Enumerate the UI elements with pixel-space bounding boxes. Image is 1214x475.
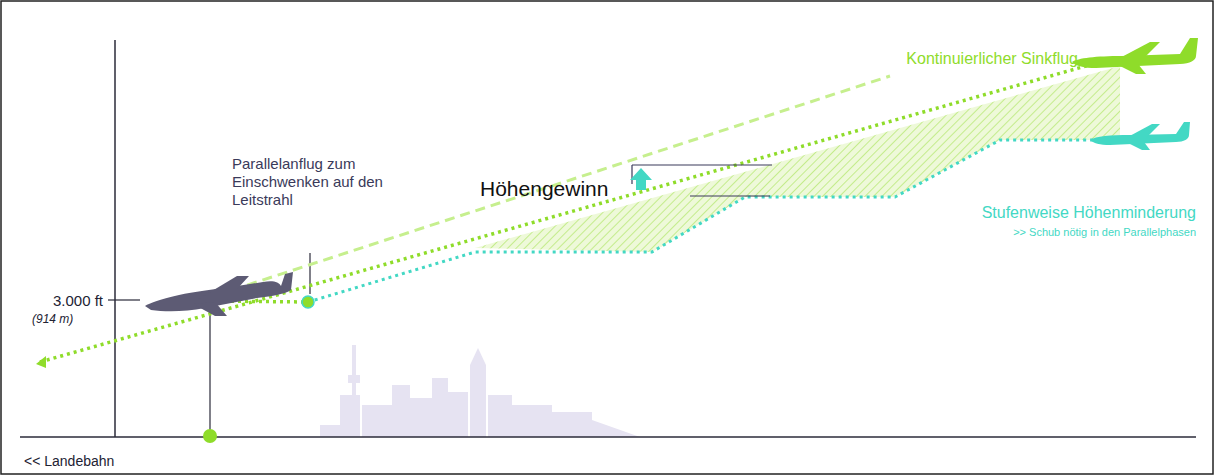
- altitude-label: 3.000 ft: [53, 292, 103, 310]
- altitude-gain-marker: [631, 165, 632, 184]
- path-label: Kontinuierlicher Sinkflug: [906, 49, 1078, 68]
- path-label: Stufenweise Höhenminderung: [982, 203, 1196, 222]
- runway-threshold-line: [114, 40, 116, 437]
- callout-text: Parallelanflug zum Einschwenken auf den …: [232, 155, 422, 209]
- aircraft-stepped: [1090, 122, 1190, 150]
- altitude-tick: [108, 299, 140, 300]
- note-text: >> Schub nötig in den Parallelphasen: [1013, 226, 1196, 239]
- altitude-gain-marker: [632, 164, 772, 165]
- glide-path-extension: [232, 76, 890, 290]
- ground-line: [20, 436, 1196, 438]
- altitude-gain-marker: [690, 195, 770, 196]
- path-end: [36, 356, 46, 368]
- leader-line: [309, 253, 310, 294]
- altitude-gain-area: [475, 66, 1120, 252]
- intercept-marker-line: [209, 305, 210, 437]
- altitude-gain-label: Höhengewinn: [480, 176, 608, 201]
- aircraft-continuous: [1072, 38, 1198, 74]
- continuous-descent-path: [40, 62, 1100, 362]
- aircraft-landing: [145, 272, 293, 316]
- runway-label: << Landebahn: [24, 453, 114, 470]
- altitude-gain-arrow: [630, 168, 652, 190]
- city-skyline: [320, 345, 640, 437]
- ground-point: [203, 429, 217, 443]
- intercept-point: [302, 296, 314, 308]
- altitude-label: (914 m): [32, 312, 73, 326]
